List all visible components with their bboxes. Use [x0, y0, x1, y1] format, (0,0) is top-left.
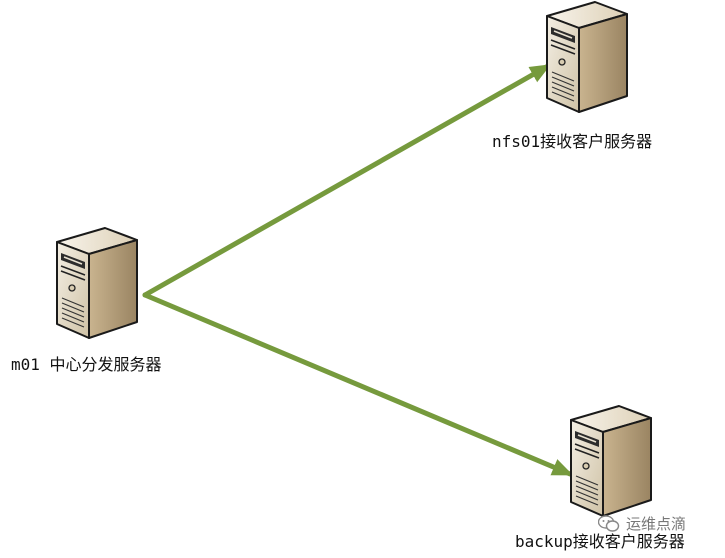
label-backup-server: backup接收客户服务器	[515, 532, 685, 551]
wechat-icon	[598, 514, 620, 532]
server-nfs	[546, 1, 628, 113]
watermark-text: 运维点滴	[626, 515, 687, 533]
label-center-server: m01 中心分发服务器	[11, 355, 162, 374]
watermark: 运维点滴	[598, 513, 686, 534]
connections	[142, 63, 574, 477]
server-tower-icon	[546, 1, 628, 113]
label-nfs-server: nfs01接收客户服务器	[492, 132, 653, 151]
arrow-center-to-nfs	[142, 63, 552, 298]
server-backup	[570, 405, 652, 517]
arrow-center-to-backup	[142, 292, 574, 477]
server-tower-icon	[570, 405, 652, 517]
server-center	[56, 227, 138, 339]
server-tower-icon	[56, 227, 138, 339]
